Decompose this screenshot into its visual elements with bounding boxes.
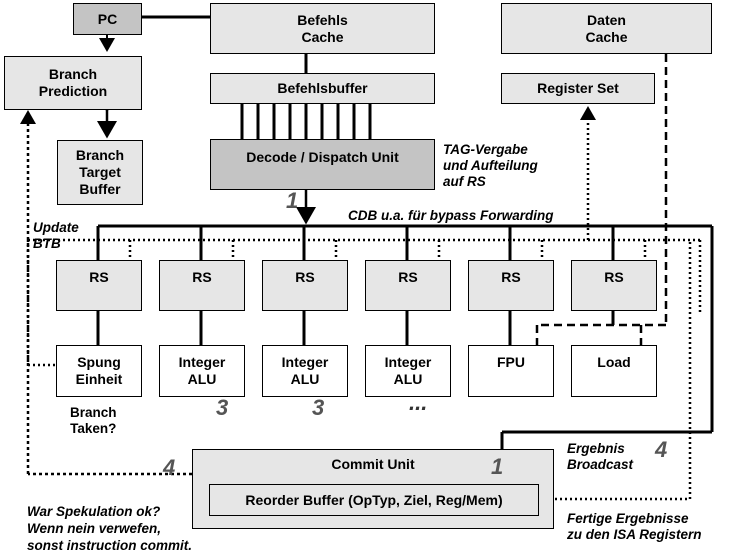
spekulation-label: War Spekulation ok? Wenn nein verwefen, … [27, 504, 193, 553]
rs-label: RS [295, 269, 315, 285]
unit-label: Integer ALU [384, 354, 432, 387]
rs-label: RS [192, 269, 212, 285]
decode-dispatch-block: Decode / Dispatch Unit [210, 139, 435, 190]
integer-alu-block-1: Integer ALU [159, 345, 245, 397]
befehlsbuffer-block: Befehlsbuffer [210, 73, 435, 104]
step-number-alu-1: 3 [216, 395, 229, 420]
sprung-einheit-block: Spung Einheit [56, 345, 142, 397]
fertige-ergebnisse-label: Fertige Ergebnisse zu den ISA Registern [567, 511, 702, 542]
branch-taken-label: Branch Taken? [70, 405, 117, 436]
rs-label: RS [89, 269, 109, 285]
btb-block: Branch Target Buffer [57, 140, 143, 205]
rs-block-4: RS [365, 260, 451, 311]
daten-cache-block: Daten Cache [501, 3, 712, 54]
reorder-buffer-block: Reorder Buffer (OpTyp, Ziel, Reg/Mem) [209, 484, 539, 516]
ergebnis-broadcast-label: Ergebnis Broadcast [567, 441, 634, 472]
fpu-block: FPU [468, 345, 554, 397]
befehls-cache-block: Befehls Cache [210, 3, 435, 54]
integer-alu-block-2: Integer ALU [262, 345, 348, 397]
rs-label: RS [501, 269, 521, 285]
rs-block-2: RS [159, 260, 245, 311]
buffer-to-decode-lines [240, 104, 372, 139]
unit-label: Integer ALU [281, 354, 329, 387]
tag-vergabe-label: TAG-Vergabe und Aufteilung auf RS [443, 142, 538, 189]
daten-cache-label: Daten Cache [585, 11, 628, 45]
rs-to-unit-wires [96, 311, 615, 345]
rs-block-6: RS [571, 260, 657, 311]
load-block: Load [571, 345, 657, 397]
step-number-broadcast: 4 [655, 437, 668, 462]
register-set-block: Register Set [501, 73, 655, 104]
update-btb-label: Update BTB [33, 220, 79, 251]
daten-cache-load-wire [535, 54, 668, 345]
step-number-ellipsis: ... [409, 390, 428, 415]
pc-label: PC [97, 10, 118, 27]
commit-to-register-wire [540, 112, 692, 501]
branch-prediction-block: Branch Prediction [4, 56, 142, 110]
unit-label: FPU [497, 354, 525, 370]
decode-dispatch-label: Decode / Dispatch Unit [246, 149, 399, 165]
befehls-cache-label: Befehls Cache [297, 11, 348, 45]
commit-unit-label: Commit Unit [331, 456, 415, 472]
rs-block-3: RS [262, 260, 348, 311]
step-number-alu-2: 3 [312, 395, 325, 420]
step-number-dispatch: 1 [286, 188, 299, 213]
rs-block-1: RS [56, 260, 142, 311]
result-broadcast-wire [500, 226, 714, 449]
bus-to-rs-wires [96, 226, 615, 260]
unit-label: Integer ALU [178, 354, 226, 387]
rs-label: RS [398, 269, 418, 285]
reorder-buffer-label: Reorder Buffer (OpTyp, Ziel, Reg/Mem) [245, 491, 503, 508]
rs-block-5: RS [468, 260, 554, 311]
pc-block: PC [73, 3, 142, 35]
integer-alu-block-3: Integer ALU [365, 345, 451, 397]
rs-label: RS [604, 269, 624, 285]
unit-label: Spung Einheit [75, 354, 123, 387]
cdb-label: CDB u.a. für bypass Forwarding [348, 208, 554, 223]
unit-label: Load [597, 354, 631, 370]
step-number-feedback: 4 [163, 455, 176, 480]
update-btb-wire [26, 118, 192, 476]
btb-label: Branch Target Buffer [75, 147, 125, 197]
branch-prediction-label: Branch Prediction [38, 66, 108, 99]
step-number-commit: 1 [491, 454, 504, 479]
register-set-label: Register Set [537, 80, 619, 96]
befehlsbuffer-label: Befehlsbuffer [277, 80, 368, 96]
